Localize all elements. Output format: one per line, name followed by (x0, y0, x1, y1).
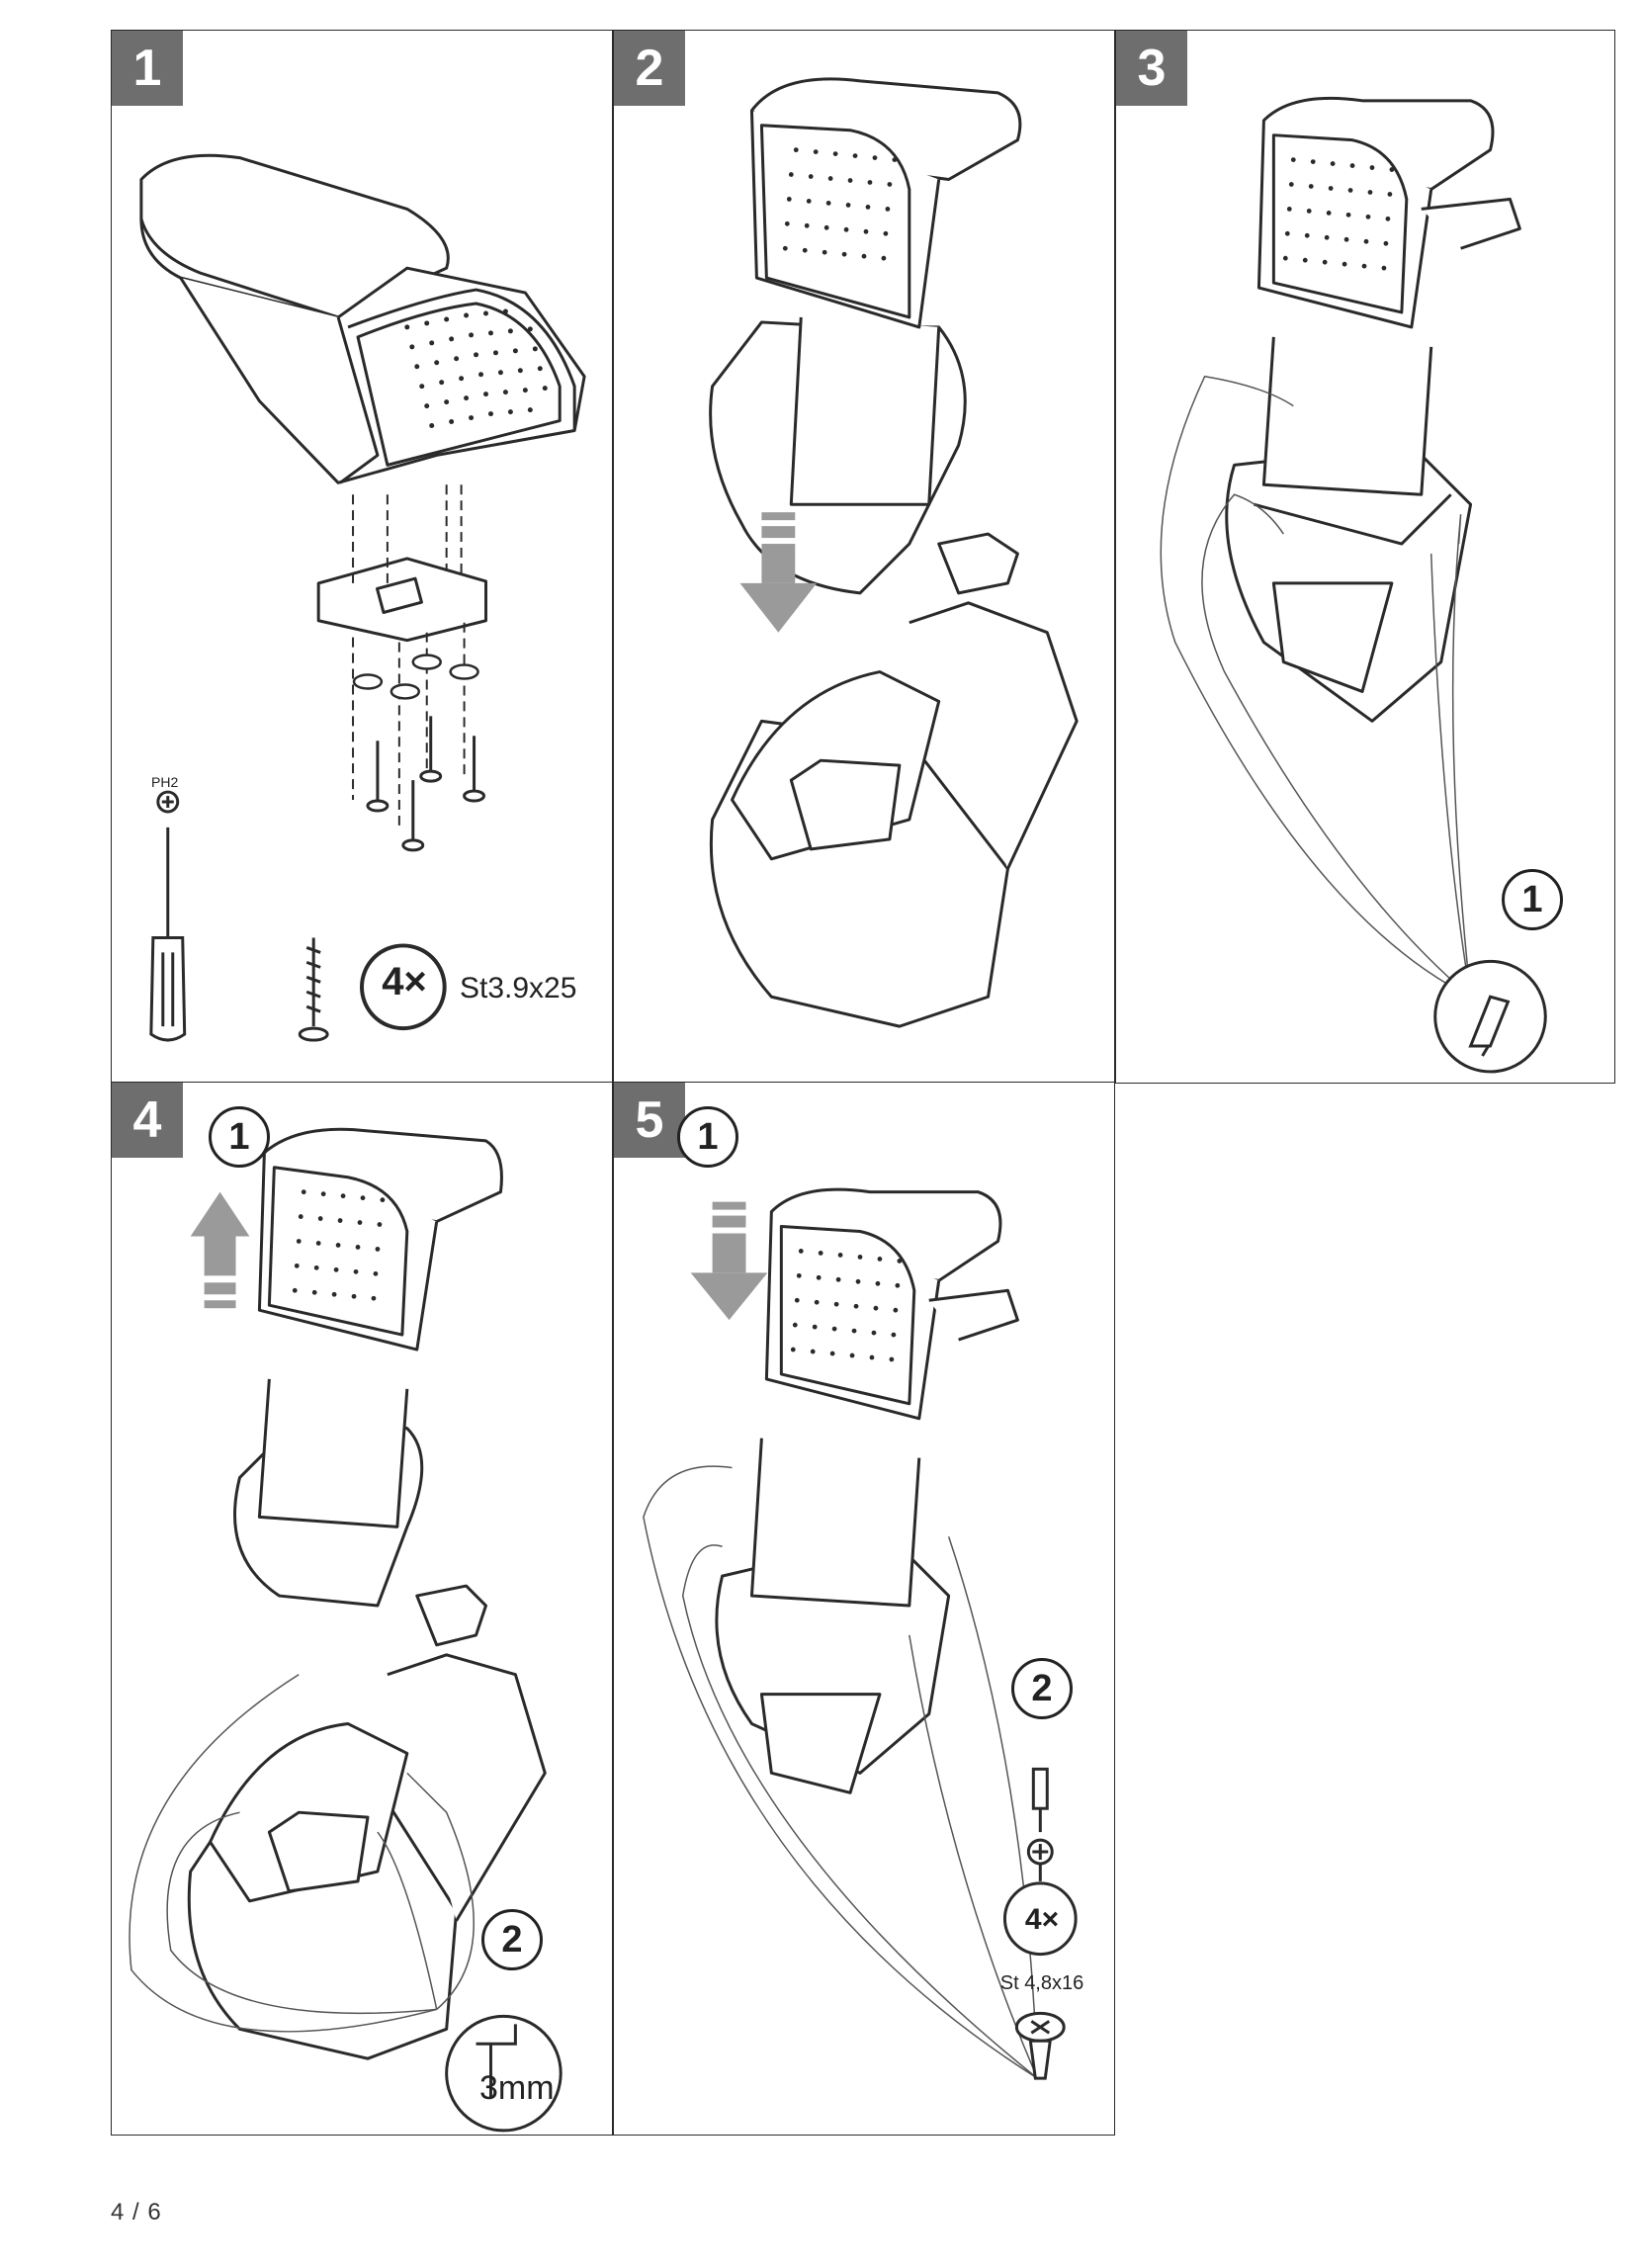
step-2-panel: 2 (613, 30, 1115, 1084)
step-4-panel: 4 (111, 1082, 613, 2136)
step-3-panel: 3 1 (1115, 30, 1615, 1084)
step-2-badge: 2 (614, 31, 685, 106)
armrest-illustration (129, 1127, 563, 2133)
down-arrow-icon (739, 512, 818, 633)
step-3-callout-1: 1 (1502, 869, 1563, 930)
armrest-illustration (643, 1187, 1078, 2080)
step-4-callout-2: 2 (481, 1909, 543, 1970)
step-1-panel: 1 (111, 30, 613, 1084)
phillips-screwdriver-icon (149, 790, 187, 1042)
phillips-screwdriver-icon (1026, 1767, 1054, 1881)
down-arrow-icon (690, 1201, 768, 1321)
hand-drill-icon (1468, 995, 1511, 1057)
drill-diameter-label: 3mm (479, 2069, 555, 2107)
bit-size-label: PH2 (151, 774, 179, 790)
up-arrow-icon (190, 1191, 250, 1309)
screw-size-label: St3.9x25 (460, 972, 577, 1004)
step-3-badge: 3 (1116, 31, 1187, 106)
screw-count-label: 4× (1024, 1903, 1060, 1936)
page-number: 4 / 6 (111, 2199, 162, 2225)
armrest-illustration (709, 77, 1079, 1028)
step-5-panel: 5 (613, 1082, 1115, 2136)
step-5-callout-1: 1 (677, 1106, 738, 1168)
step-4-badge: 4 (112, 1083, 183, 1158)
screw-size-label: St 4,8x16 (999, 1972, 1084, 1994)
step-1-badge: 1 (112, 31, 183, 106)
drill-bit-icon (476, 2024, 517, 2099)
step-5-callout-2: 2 (1011, 1658, 1073, 1719)
armrest-illustration (1160, 96, 1547, 1074)
step-4-callout-1: 1 (209, 1106, 270, 1168)
screw-icon (366, 716, 486, 852)
screw-icon (1014, 2011, 1066, 2080)
screw-count-label: 4× (382, 960, 427, 1003)
armrest-illustration (139, 153, 586, 1042)
step-5-badge: 5 (614, 1083, 685, 1158)
